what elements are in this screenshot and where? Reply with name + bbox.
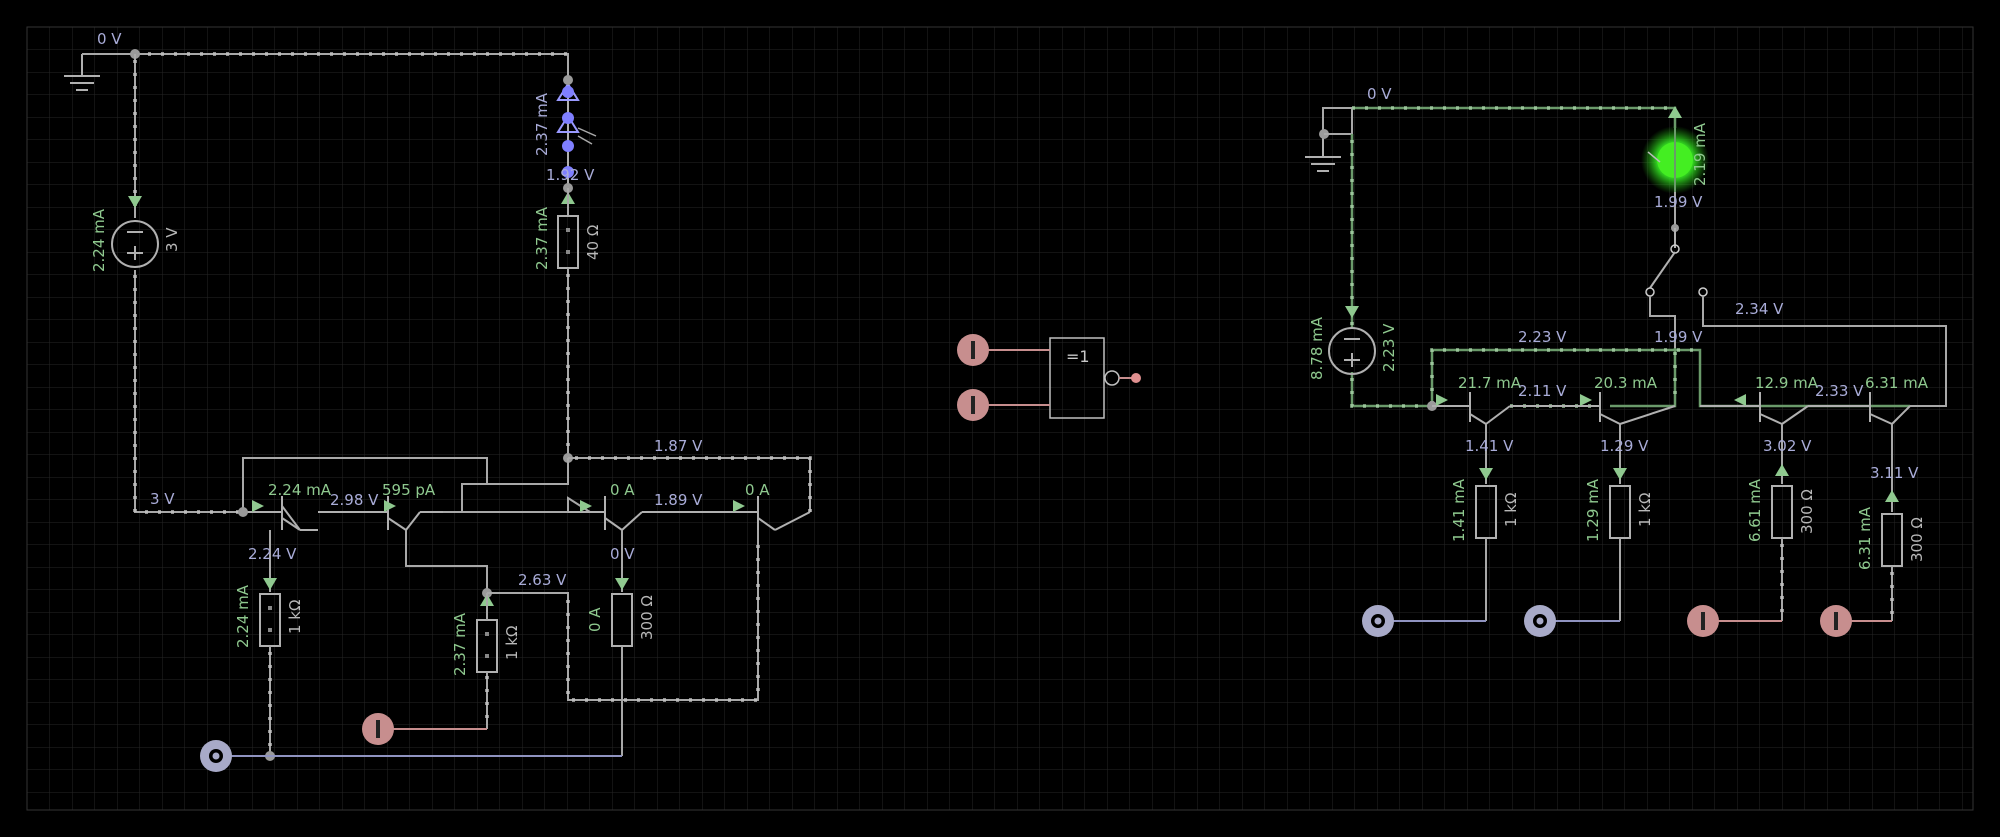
label-led-voltage: 1.92 V: [546, 166, 595, 184]
label-res-top-value: 40 Ω: [584, 225, 602, 260]
label-ground-voltage: 0 V: [97, 30, 122, 48]
xor-input-a[interactable]: [957, 334, 989, 366]
input-switch-off-left[interactable]: [200, 740, 232, 772]
left-circuit: [64, 49, 812, 772]
label-r-e4-voltage: 3.11 V: [1870, 464, 1919, 482]
label-source-current: 2.24 mA: [90, 208, 108, 272]
transistor-t1[interactable]: [243, 496, 318, 531]
label-r-e2-voltage: 1.29 V: [1600, 437, 1649, 455]
label-r-r1-value: 1 kΩ: [1502, 493, 1520, 527]
xor-input-b[interactable]: [957, 389, 989, 421]
label-r-r3-value: 300 Ω: [1798, 489, 1816, 534]
label-res-top-current: 2.37 mA: [533, 206, 551, 270]
label-r-r1-current: 1.41 mA: [1450, 478, 1468, 542]
transistor-r1[interactable]: [1432, 392, 1511, 425]
label-source-node-voltage: 3 V: [150, 490, 175, 508]
label-res2-current: 2.37 mA: [451, 612, 469, 676]
label-r-source-current: 8.78 mA: [1308, 316, 1326, 380]
label-r-t1-t2-voltage: 2.11 V: [1518, 382, 1567, 400]
label-r-source-voltage: 2.23 V: [1380, 323, 1398, 372]
label-r-t1-current: 21.7 mA: [1458, 374, 1522, 392]
label-source-voltage: 3 V: [163, 227, 181, 252]
label-node-0v: 0 V: [610, 545, 635, 563]
label-r-led-current: 2.19 mA: [1691, 122, 1709, 186]
label-t4-current: 0 A: [745, 481, 770, 499]
label-r-node-1-99: 1.99 V: [1654, 328, 1703, 346]
label-node-2-63: 2.63 V: [518, 571, 567, 589]
input-switch-on-left[interactable]: [362, 713, 394, 745]
label-r-t2-current: 20.3 mA: [1594, 374, 1658, 392]
transistor-r4[interactable]: [1808, 392, 1911, 425]
label-res2-value: 1 kΩ: [503, 626, 521, 660]
transistor-r2[interactable]: [1510, 392, 1676, 425]
label-r-e3-voltage: 3.02 V: [1763, 437, 1812, 455]
label-node-2-24: 2.24 V: [248, 545, 297, 563]
label-r-t3-t4-voltage: 2.33 V: [1815, 382, 1864, 400]
voltage-source-right[interactable]: [1328, 327, 1376, 375]
transistor-t2[interactable]: [318, 496, 443, 531]
xor-gate[interactable]: =1: [988, 337, 1141, 419]
input-off-r2[interactable]: [1524, 605, 1556, 637]
input-on-r4[interactable]: [1820, 605, 1852, 637]
label-r-e1-voltage: 1.41 V: [1465, 437, 1514, 455]
label-led-current: 2.37 mA: [533, 92, 551, 156]
label-r-ground-voltage: 0 V: [1367, 85, 1392, 103]
transistor-t4[interactable]: [642, 496, 811, 531]
label-r-r4-value: 300 Ω: [1908, 517, 1926, 562]
label-t2-current: 595 pA: [382, 481, 436, 499]
label-r-t4-current: 6.31 mA: [1865, 374, 1929, 392]
xor-output-pin[interactable]: [1131, 373, 1141, 383]
label-res1-current: 2.24 mA: [234, 584, 252, 648]
input-on-r3[interactable]: [1687, 605, 1719, 637]
label-r-r3-current: 6.61 mA: [1746, 478, 1764, 542]
label-res3-current: 0 A: [586, 607, 604, 632]
label-r-t3-current: 12.9 mA: [1755, 374, 1819, 392]
label-res1-value: 1 kΩ: [286, 600, 304, 634]
voltage-source[interactable]: [111, 220, 159, 268]
label-r-r4-current: 6.31 mA: [1856, 506, 1874, 570]
label-node-1-87: 1.87 V: [654, 437, 703, 455]
transistor-t3[interactable]: [568, 496, 643, 531]
label-r-r2-value: 1 kΩ: [1636, 493, 1654, 527]
label-r-led-voltage: 1.99 V: [1654, 193, 1703, 211]
xor-gate-label: =1: [1066, 347, 1090, 366]
label-t3-current: 0 A: [610, 481, 635, 499]
transistor-r3[interactable]: [1700, 392, 1809, 425]
led-left[interactable]: [556, 80, 597, 188]
input-off-r1[interactable]: [1362, 605, 1394, 637]
label-r-node-2-34: 2.34 V: [1735, 300, 1784, 318]
label-res3-value: 300 Ω: [638, 595, 656, 640]
label-r-node-2-23: 2.23 V: [1518, 328, 1567, 346]
label-t1-t2-voltage: 2.98 V: [330, 491, 379, 509]
label-t3-t4-voltage: 1.89 V: [654, 491, 703, 509]
right-circuit: [1305, 106, 1947, 637]
led-right-glowing[interactable]: [1641, 126, 1709, 194]
label-r-r2-current: 1.29 mA: [1584, 478, 1602, 542]
ground-symbol[interactable]: [64, 54, 100, 91]
label-t1-current: 2.24 mA: [268, 481, 332, 499]
